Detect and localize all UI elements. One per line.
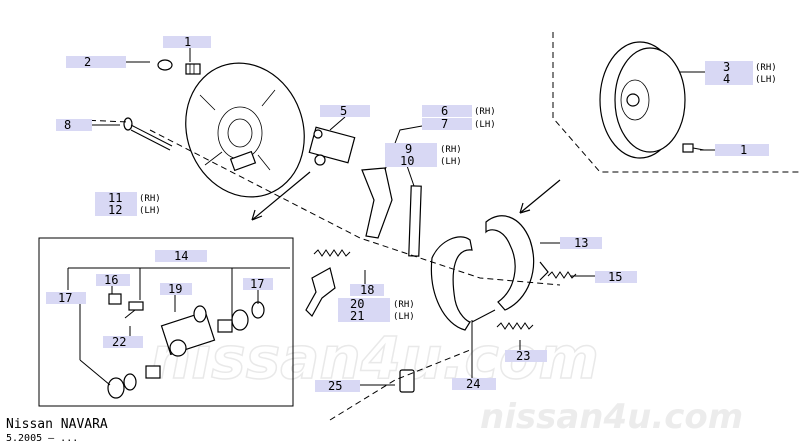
callout-1-bolt: 1	[163, 35, 211, 49]
piston-part	[145, 319, 233, 379]
svg-text:5: 5	[340, 104, 347, 118]
svg-text:17: 17	[250, 277, 264, 291]
callout-9: 9	[385, 142, 437, 156]
callout-10: 10	[385, 154, 437, 168]
callout-12: 12	[95, 203, 137, 217]
callout-6: 6	[422, 104, 472, 118]
svg-text:3: 3	[723, 60, 730, 74]
callout-20: 20	[338, 297, 390, 311]
assembly-axis-line	[149, 129, 561, 286]
assembly-axis-line-lower	[329, 349, 471, 421]
svg-text:14: 14	[174, 249, 188, 263]
watermark-logo: nissan4u.com	[480, 397, 743, 437]
callout-15: 15	[595, 270, 637, 284]
side-label-lh: (LH)	[393, 312, 415, 322]
svg-text:24: 24	[466, 377, 480, 391]
callout-11: 11	[95, 191, 137, 205]
svg-text:11: 11	[108, 191, 122, 205]
bolt-part	[185, 63, 201, 75]
return-spring-18	[313, 249, 351, 257]
callout-7: 7	[422, 117, 472, 131]
retainer-13	[539, 261, 549, 281]
pad-part	[399, 369, 415, 393]
callout-3: 3	[705, 60, 753, 74]
svg-text:19: 19	[168, 282, 182, 296]
svg-text:1: 1	[184, 35, 191, 49]
callout-1-screw: 1	[715, 143, 769, 157]
pin-axis-line	[79, 119, 131, 123]
side-label-rh: (RH)	[139, 194, 161, 204]
callout-25: 25	[315, 379, 360, 393]
direction-arrow	[519, 179, 561, 214]
inset-frame-line	[552, 32, 800, 173]
svg-text:9: 9	[405, 142, 412, 156]
drum-screw-part	[682, 143, 705, 153]
svg-text:17: 17	[58, 291, 72, 305]
callout-23: 23	[505, 349, 547, 363]
callout-17-left: 17	[46, 291, 86, 305]
return-spring-15	[547, 271, 577, 279]
hold-spring-23	[496, 322, 534, 330]
svg-text:12: 12	[108, 203, 122, 217]
plug-part	[157, 59, 173, 71]
anchor-pin-part	[123, 117, 173, 151]
wheel-cylinder-kit-frame	[38, 237, 294, 407]
callout-17-right: 17	[243, 277, 273, 291]
side-label-rh: (RH)	[440, 145, 462, 155]
svg-text:4: 4	[723, 72, 730, 86]
svg-text:13: 13	[574, 236, 588, 250]
adjuster-strut-part	[408, 185, 422, 257]
svg-text:22: 22	[112, 335, 126, 349]
svg-text:20: 20	[350, 297, 364, 311]
callout-13: 13	[560, 236, 602, 250]
side-label-rh: (RH)	[474, 107, 496, 117]
side-label-lh: (LH)	[440, 157, 462, 167]
callout-16: 16	[96, 273, 130, 287]
side-label-lh: (LH)	[139, 206, 161, 216]
callout-19: 19	[160, 282, 192, 296]
svg-text:18: 18	[360, 283, 374, 297]
callout-18: 18	[350, 283, 384, 297]
brake-shoe-right-part	[485, 215, 535, 311]
side-label-lh: (LH)	[755, 75, 777, 85]
callout-21: 21	[338, 309, 390, 323]
callout-2: 2	[66, 55, 126, 69]
svg-text:23: 23	[516, 349, 530, 363]
footer-model: Nissan NAVARA	[6, 417, 108, 432]
side-label-lh: (LH)	[474, 120, 496, 130]
svg-text:7: 7	[441, 117, 448, 131]
brake-shoe-left-part	[430, 236, 473, 331]
svg-text:10: 10	[400, 154, 414, 168]
svg-text:16: 16	[104, 273, 118, 287]
footer-date: 5.2005 – ...	[6, 433, 78, 444]
callout-22: 22	[103, 335, 143, 349]
svg-text:2: 2	[84, 55, 91, 69]
svg-text:25: 25	[328, 379, 342, 393]
callout-8: 8	[56, 118, 92, 132]
direction-arrow	[251, 171, 311, 221]
svg-text:21: 21	[350, 309, 364, 323]
wheel-cylinder-part	[308, 126, 356, 166]
side-label-rh: (RH)	[755, 63, 777, 73]
svg-text:15: 15	[608, 270, 622, 284]
callout-24: 24	[452, 377, 496, 391]
svg-text:1: 1	[740, 143, 747, 157]
adjuster-lever-part	[305, 267, 336, 317]
callout-14: 14	[155, 249, 207, 263]
brake-drum	[599, 41, 686, 159]
callout-5: 5	[320, 104, 370, 118]
dust-boot-part	[107, 301, 265, 399]
side-label-rh: (RH)	[393, 300, 415, 310]
svg-text:8: 8	[64, 118, 71, 132]
wheel-cylinder-body-part	[160, 305, 216, 357]
svg-text:6: 6	[441, 104, 448, 118]
bleeder-screw-part	[108, 293, 144, 311]
parking-lever-part	[361, 167, 393, 239]
callout-4: 4	[705, 72, 753, 86]
